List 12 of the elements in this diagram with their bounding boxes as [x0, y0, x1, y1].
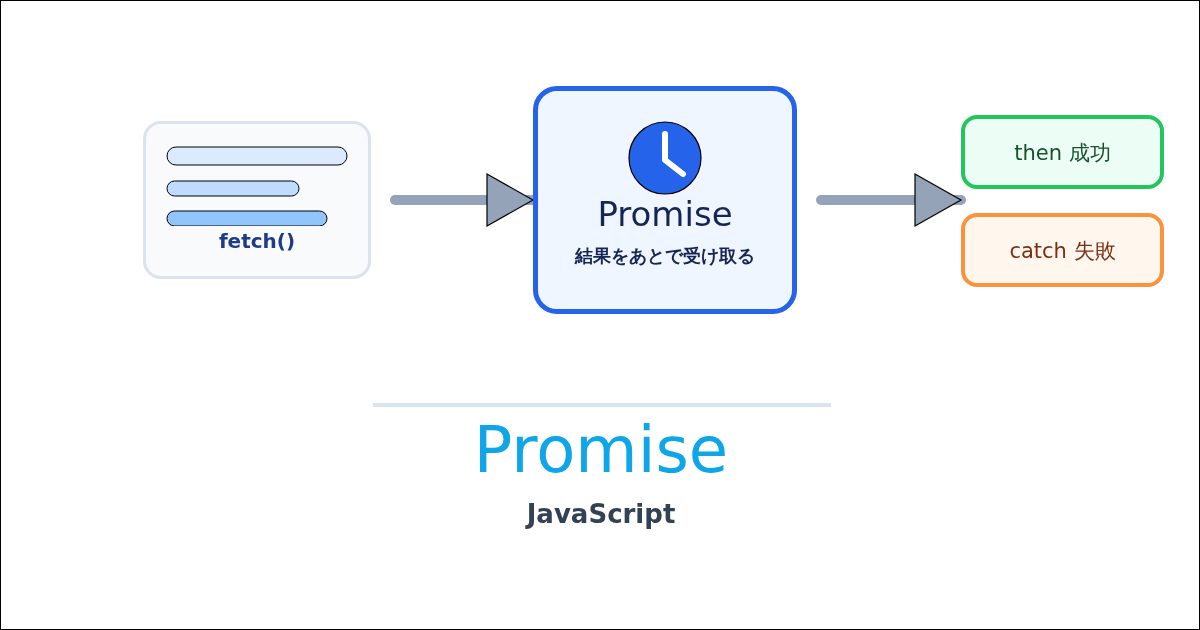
promise-box: [533, 86, 797, 314]
title: Promise: [472, 413, 730, 487]
failure-box: [961, 213, 1164, 287]
node-subtitle: 結果をあとで受け取る: [573, 244, 756, 268]
arrow: [816, 173, 966, 227]
caption: JavaScript: [524, 499, 677, 529]
request-card: [143, 121, 371, 279]
node-title: Promise: [596, 194, 734, 234]
node-label: catch 失敗: [1008, 238, 1117, 265]
node-label: then 成功: [1013, 140, 1112, 167]
success-box: [961, 115, 1164, 189]
node-label: fetch(): [217, 229, 297, 253]
